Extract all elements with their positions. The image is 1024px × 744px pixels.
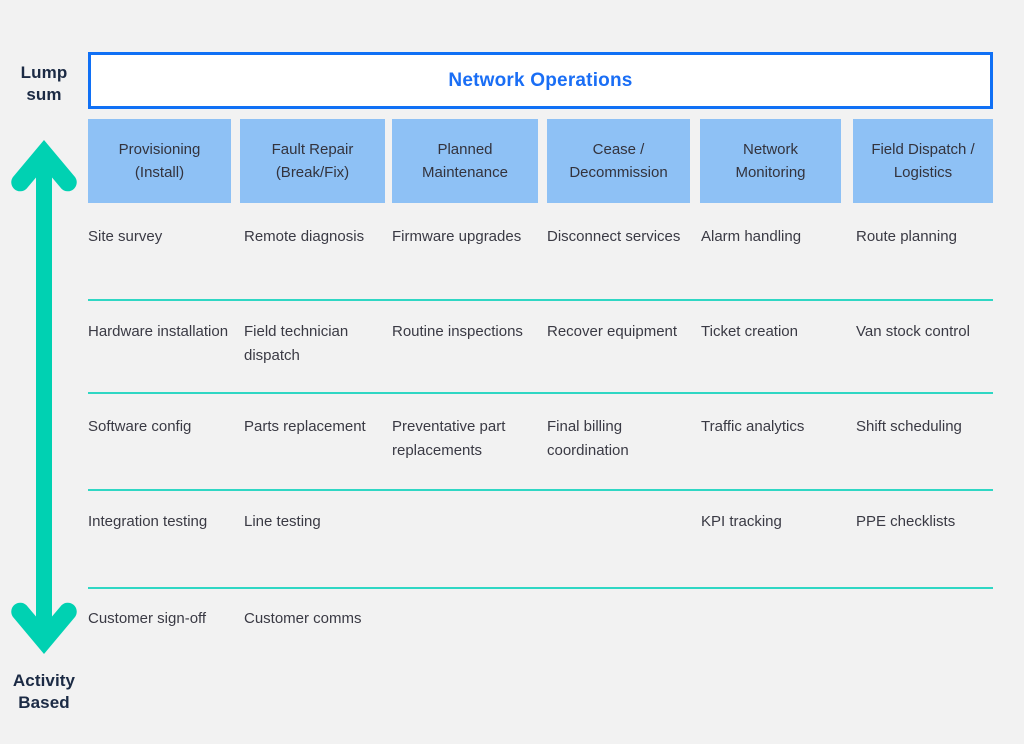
activity-row: Customer sign-off Customer comms [88,607,993,667]
double-headed-vertical-arrow-icon [11,140,77,654]
axis-label-lump-sum-line1: Lump [20,63,68,82]
activity-cell[interactable]: Hardware installation [88,323,229,340]
activity-cell[interactable]: KPI tracking [701,513,782,530]
activity-cell[interactable]: Ticket creation [701,323,798,340]
activity-cell[interactable]: PPE checklists [856,513,956,530]
activity-cell[interactable]: Disconnect services [547,228,681,245]
activity-cell[interactable]: Integration testing [88,513,208,530]
activity-row: Site survey Remote diagnosis Firmware up… [88,225,993,299]
activity-cell[interactable]: Recover equipment [547,323,678,340]
category-label: Field Dispatch /Logistics [871,140,975,181]
activity-cell[interactable]: Final billing coordination [547,418,629,460]
activity-cell[interactable]: Customer sign-off [88,610,207,627]
activity-cell[interactable]: Shift scheduling [856,418,962,435]
row-divider [88,489,993,491]
value-axis: Lump sum Activity Based [0,0,88,744]
header-title-box: Network Operations [88,52,993,109]
activity-cell[interactable]: Site survey [88,228,163,245]
category-header-row: Provisioning(Install) Fault Repair(Break… [88,119,993,203]
axis-label-activity-based: Activity Based [0,670,88,715]
category-box-cease-decommission[interactable]: Cease /Decommission [547,119,690,203]
activity-cell[interactable]: Customer comms [244,610,362,627]
activity-cell[interactable]: Routine inspections [392,323,523,340]
activity-row: Integration testing Line testing KPI tra… [88,510,993,584]
row-divider [88,587,993,589]
row-divider [88,392,993,394]
activity-cell[interactable]: Van stock control [856,323,970,340]
activity-cell[interactable]: Field technician dispatch [244,323,349,365]
category-box-field-dispatch-logistics[interactable]: Field Dispatch /Logistics [853,119,993,203]
activity-cell[interactable]: Firmware upgrades [392,228,522,245]
axis-label-lump-sum-line2: sum [26,85,62,105]
page-title: Network Operations [448,69,633,91]
activity-row: Hardware installation Field technician d… [88,320,993,392]
activity-cell[interactable]: Remote diagnosis [244,228,365,245]
activity-grid: Site survey Remote diagnosis Firmware up… [88,203,993,663]
axis-label-activity-based-line2: Based [18,693,70,713]
activity-cell[interactable]: Preventative part replacements [392,418,506,460]
activity-cell[interactable]: Route planning [856,228,957,245]
category-label: Cease /Decommission [569,140,668,181]
axis-label-activity-based-line1: Activity [12,671,76,690]
activity-cell[interactable]: Traffic analytics [701,418,805,435]
category-box-fault-repair-break-fix[interactable]: Fault Repair(Break/Fix) [240,119,385,203]
activity-cell[interactable]: Software config [88,418,192,435]
axis-label-lump-sum: Lump sum [0,62,88,107]
category-label: Fault Repair(Break/Fix) [271,140,354,181]
activity-cell[interactable]: Parts replacement [244,418,366,435]
activity-cell[interactable]: Line testing [244,513,321,530]
row-divider [88,299,993,301]
activity-row: Software config Parts replacement Preven… [88,415,993,489]
activity-cell[interactable]: Alarm handling [701,228,802,245]
category-label: Provisioning(Install) [118,140,201,181]
category-box-provisioning-install[interactable]: Provisioning(Install) [88,119,231,203]
